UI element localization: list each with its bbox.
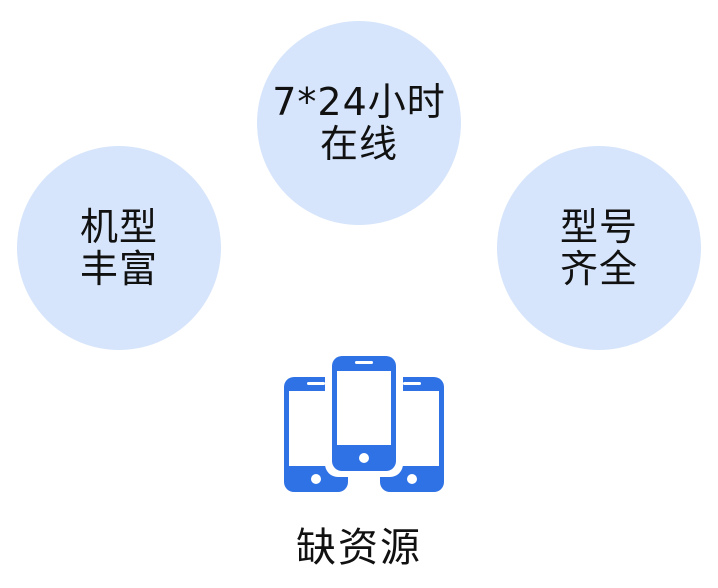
mobile-phones-icon [284, 353, 444, 492]
feature-bubble-types-line2: 齐全 [559, 247, 638, 291]
feature-bubble-models-line1: 机型 [79, 205, 158, 249]
feature-bubble-online-line2: 在线 [319, 122, 398, 166]
feature-bubble-online-line1: 7*24小时 [272, 80, 446, 124]
feature-bubble-online: 7*24小时 在线 [257, 21, 461, 225]
feature-bubble-types: 型号 齐全 [497, 146, 701, 350]
center-phone-icon [332, 356, 396, 471]
caption-text: 缺资源 [296, 525, 422, 571]
feature-bubble-types-line1: 型号 [559, 205, 638, 249]
feature-bubble-models-line2: 丰富 [79, 247, 158, 291]
feature-bubble-models: 机型 丰富 [17, 146, 221, 350]
